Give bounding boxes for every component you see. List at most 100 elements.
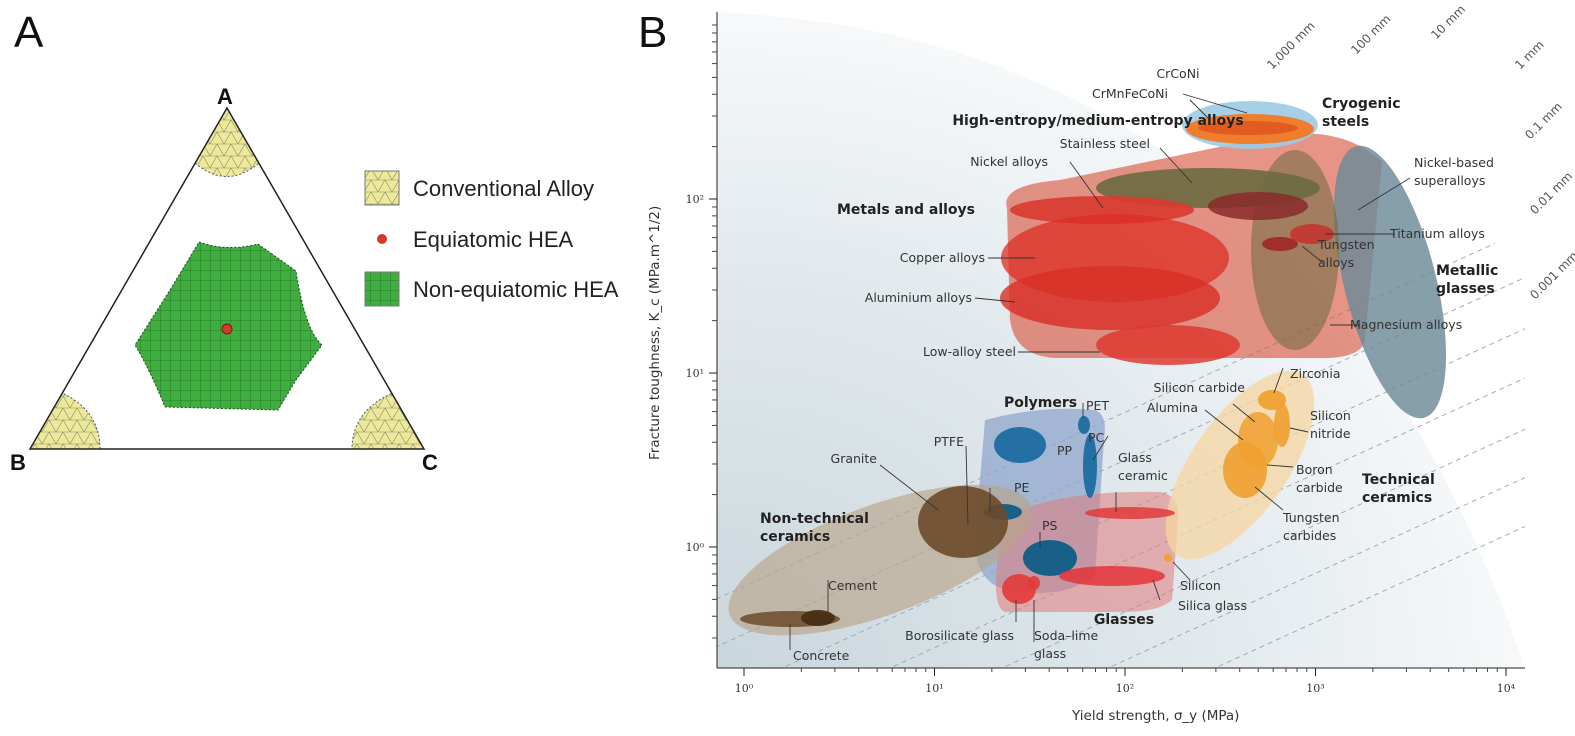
guide-line-label: 0.001 mm: [1527, 249, 1575, 302]
red-dot-icon: [377, 234, 387, 244]
class-label: Metals and alloys: [837, 202, 975, 218]
silica-glass-bubble: [1059, 566, 1165, 586]
ternary-diagram: A B C Conventional Alloy Equiatomic HEA …: [10, 84, 619, 475]
annotation-label: PP: [1057, 443, 1073, 458]
tungsten-alloys-bubble: [1262, 237, 1298, 251]
leader-line: [1289, 427, 1309, 433]
silicon-bubble: [1164, 554, 1172, 562]
annotation-label: Aluminium alloys: [865, 290, 972, 305]
borosilicate-bubble: [1002, 574, 1036, 604]
annotation-label: Nickel alloys: [970, 154, 1048, 169]
conventional-region-a: [194, 108, 260, 177]
equiatomic-point: [221, 323, 233, 335]
x-tick-label: 10⁰: [735, 682, 754, 695]
leader-line: [1204, 409, 1244, 441]
annotation-label: Alumina: [1147, 400, 1198, 415]
y-axis-title: Fracture toughness, K_c (MPa.m^1/2): [647, 206, 663, 460]
pet-bubble: [1078, 416, 1090, 434]
y-tick-label: 10²: [686, 193, 704, 206]
material-bubbles: [740, 168, 1334, 627]
leader-line: [1266, 464, 1294, 468]
x-tick-label: 10¹: [925, 682, 943, 695]
panel-a-label: A: [14, 8, 44, 57]
guide-line-label: 0.1 mm: [1522, 99, 1565, 142]
guide-line-label: 100 mm: [1348, 12, 1393, 57]
annotation-label: Silicon: [1180, 578, 1221, 593]
annotation-label: Magnesium alloys: [1350, 317, 1462, 332]
silicon-nitride-bubble: [1274, 403, 1290, 447]
guide-line: [1106, 477, 1525, 668]
class-label: Glasses: [1094, 612, 1154, 628]
granite-bubble: [918, 486, 1008, 558]
guide-line: [1000, 428, 1525, 668]
guide-line-label: 0.01 mm: [1527, 169, 1575, 217]
annotation-label: Concrete: [793, 648, 850, 663]
hea-inner-bubble: [1198, 121, 1298, 135]
x-tick-label: 10²: [1116, 682, 1134, 695]
annotation-label: PC: [1088, 430, 1105, 445]
annotation-label: Titanium alloys: [1389, 226, 1485, 241]
annotation-label: Zirconia: [1290, 366, 1340, 381]
annotation-label: Low-alloy steel: [923, 344, 1016, 359]
legend-non-equiatomic: Non-equiatomic HEA: [413, 277, 619, 302]
guide-line-label: 10 mm: [1428, 2, 1468, 42]
metallic-glasses-envelope: [1333, 145, 1447, 419]
annotation-label: CrMnFeCoNi: [1092, 86, 1168, 101]
annotation-label: PS: [1042, 518, 1058, 533]
aluminium-alloys-bubble: [1000, 266, 1220, 330]
vertex-a-label: A: [217, 84, 233, 109]
ps-bubble: [1023, 540, 1077, 576]
x-tick-label: 10³: [1306, 682, 1324, 695]
guide-line: [1213, 525, 1525, 668]
leader-line: [974, 297, 1016, 303]
leader-line: [1069, 161, 1104, 209]
leader-line: [1172, 561, 1191, 581]
leader-line: [1273, 367, 1284, 394]
leader-line: [1092, 435, 1109, 461]
superalloys-bubble: [1208, 192, 1308, 220]
annotation-label: PTFE: [934, 434, 964, 449]
leader-line: [1159, 147, 1193, 184]
ternary-triangle: [28, 106, 426, 450]
guide-line-label: 1 mm: [1512, 38, 1547, 73]
annotation-label: PE: [1014, 480, 1030, 495]
annotation-label: Granite: [831, 451, 878, 466]
pp-bubble: [994, 427, 1046, 463]
ternary-legend: Conventional Alloy Equiatomic HEA Non-eq…: [364, 170, 619, 307]
pc-bubble: [1083, 434, 1097, 498]
leader-line: [1152, 579, 1161, 601]
annotation-leaders: [789, 93, 1411, 650]
annotation-label: Stainless steel: [1060, 136, 1150, 151]
legend-conventional: Conventional Alloy: [413, 176, 594, 201]
boron-carbide-bubble: [1223, 442, 1267, 498]
panel-b-label: B: [638, 8, 668, 57]
annotation-label: CrCoNi: [1156, 66, 1199, 81]
conventional-region-b: [30, 391, 101, 449]
leader-line: [965, 445, 969, 526]
glass-ceramic-bubble: [1085, 507, 1175, 519]
y-tick-label: 10¹: [686, 367, 704, 380]
yellow-hatched-square-icon: [364, 170, 400, 206]
cement-bubble: [801, 610, 835, 626]
x-axis-title: Yield strength, σ_y (MPa): [1071, 708, 1239, 724]
vertex-c-label: C: [422, 450, 438, 475]
annotation-label: Silica glass: [1178, 598, 1247, 613]
guide-line-label: 1,000 mm: [1264, 19, 1317, 72]
leader-line: [1254, 486, 1284, 511]
annotation-label: Borosilicate glass: [905, 628, 1014, 643]
leader-line: [1182, 93, 1248, 114]
soda-lime-bubble: [1028, 576, 1040, 590]
annotation-label: Copper alloys: [900, 250, 985, 265]
y-tick-label: 10⁰: [686, 541, 705, 554]
